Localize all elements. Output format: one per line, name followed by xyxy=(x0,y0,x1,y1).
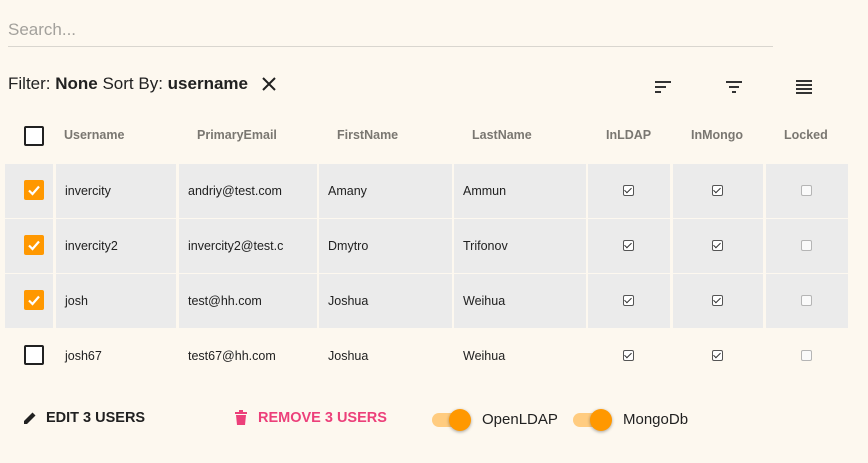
mini-checkbox xyxy=(623,240,634,251)
sort-label: Sort By: xyxy=(102,74,163,93)
search-input[interactable] xyxy=(8,14,773,47)
row-select-checkbox[interactable] xyxy=(24,235,44,255)
mini-checkbox xyxy=(623,295,634,306)
mini-checkbox xyxy=(712,185,723,196)
filter-value: None xyxy=(55,74,98,93)
cell-lastname: Ammun xyxy=(454,164,586,218)
column-header-locked[interactable]: Locked xyxy=(784,128,828,142)
filter-sort-bar: Filter: None Sort By: username xyxy=(8,73,280,95)
edit-users-label: EDIT 3 USERS xyxy=(46,410,146,426)
select-all-checkbox[interactable] xyxy=(24,126,44,146)
cell-firstname: Dmytro xyxy=(319,219,452,273)
cell-email: andriy@test.com xyxy=(179,164,317,218)
mongodb-toggle[interactable] xyxy=(573,408,619,432)
table-row[interactable]: josh67 test67@hh.com Joshua Weihua xyxy=(5,329,848,383)
cell-inmongo xyxy=(673,219,763,273)
mongodb-label: MongoDb xyxy=(623,411,689,428)
column-header-inmongo[interactable]: InMongo xyxy=(691,128,744,142)
cell-inldap xyxy=(588,164,670,218)
mini-checkbox xyxy=(623,185,634,196)
cell-email: invercity2@test.c xyxy=(179,219,317,273)
check-icon xyxy=(28,295,40,306)
mini-checkbox xyxy=(801,350,812,361)
mini-checkbox xyxy=(623,350,634,361)
cell-inldap xyxy=(588,219,670,273)
sort-value: username xyxy=(167,74,248,93)
mini-checkbox xyxy=(712,295,723,306)
mongodb-toggle-knob xyxy=(590,409,612,431)
pencil-icon xyxy=(24,412,36,424)
check-icon xyxy=(28,185,40,196)
mini-checkbox xyxy=(801,185,812,196)
cell-inmongo xyxy=(673,164,763,218)
cell-firstname: Joshua xyxy=(319,274,452,328)
mini-checkbox xyxy=(801,240,812,251)
cell-lastname: Weihua xyxy=(454,274,586,328)
cell-username: invercity2 xyxy=(56,219,176,273)
filter-list-icon[interactable] xyxy=(723,76,745,98)
cell-inldap xyxy=(588,274,670,328)
mini-checkbox xyxy=(712,240,723,251)
columns-icon[interactable] xyxy=(793,76,815,98)
row-select-checkbox[interactable] xyxy=(24,180,44,200)
cell-email: test@hh.com xyxy=(179,274,317,328)
remove-users-button[interactable]: REMOVE 3 USERS xyxy=(234,410,387,426)
cell-username: josh67 xyxy=(65,349,102,363)
filter-label: Filter: xyxy=(8,74,51,93)
openldap-toggle-knob xyxy=(449,409,471,431)
mini-checkbox xyxy=(712,350,723,361)
cell-firstname: Amany xyxy=(319,164,452,218)
cell-locked xyxy=(766,274,848,328)
cell-inmongo xyxy=(673,329,763,383)
column-header-lastname[interactable]: LastName xyxy=(472,128,532,142)
openldap-label: OpenLDAP xyxy=(482,411,558,428)
cell-locked xyxy=(766,329,848,383)
cell-inldap xyxy=(588,329,670,383)
cell-locked xyxy=(766,219,848,273)
cell-email: test67@hh.com xyxy=(188,349,276,363)
column-header-firstname[interactable]: FirstName xyxy=(337,128,399,142)
row-select-checkbox[interactable] xyxy=(24,345,44,365)
edit-users-button[interactable]: EDIT 3 USERS xyxy=(22,410,145,426)
cell-lastname: Trifonov xyxy=(454,219,586,273)
row-select-checkbox[interactable] xyxy=(24,290,44,310)
column-header-inldap[interactable]: InLDAP xyxy=(606,128,652,142)
sort-icon[interactable] xyxy=(652,76,674,98)
column-header-username[interactable]: Username xyxy=(64,128,125,142)
cell-firstname: Joshua xyxy=(328,349,369,363)
cell-username: invercity xyxy=(56,164,176,218)
check-icon xyxy=(28,240,40,251)
remove-users-label: REMOVE 3 USERS xyxy=(258,410,387,426)
clear-sort-icon[interactable] xyxy=(258,73,280,95)
mini-checkbox xyxy=(801,295,812,306)
column-header-primaryemail[interactable]: PrimaryEmail xyxy=(197,128,277,142)
cell-inmongo xyxy=(673,274,763,328)
cell-username: josh xyxy=(56,274,176,328)
trash-icon xyxy=(235,410,247,425)
cell-locked xyxy=(766,164,848,218)
cell-lastname: Weihua xyxy=(463,349,506,363)
openldap-toggle[interactable] xyxy=(432,408,478,432)
